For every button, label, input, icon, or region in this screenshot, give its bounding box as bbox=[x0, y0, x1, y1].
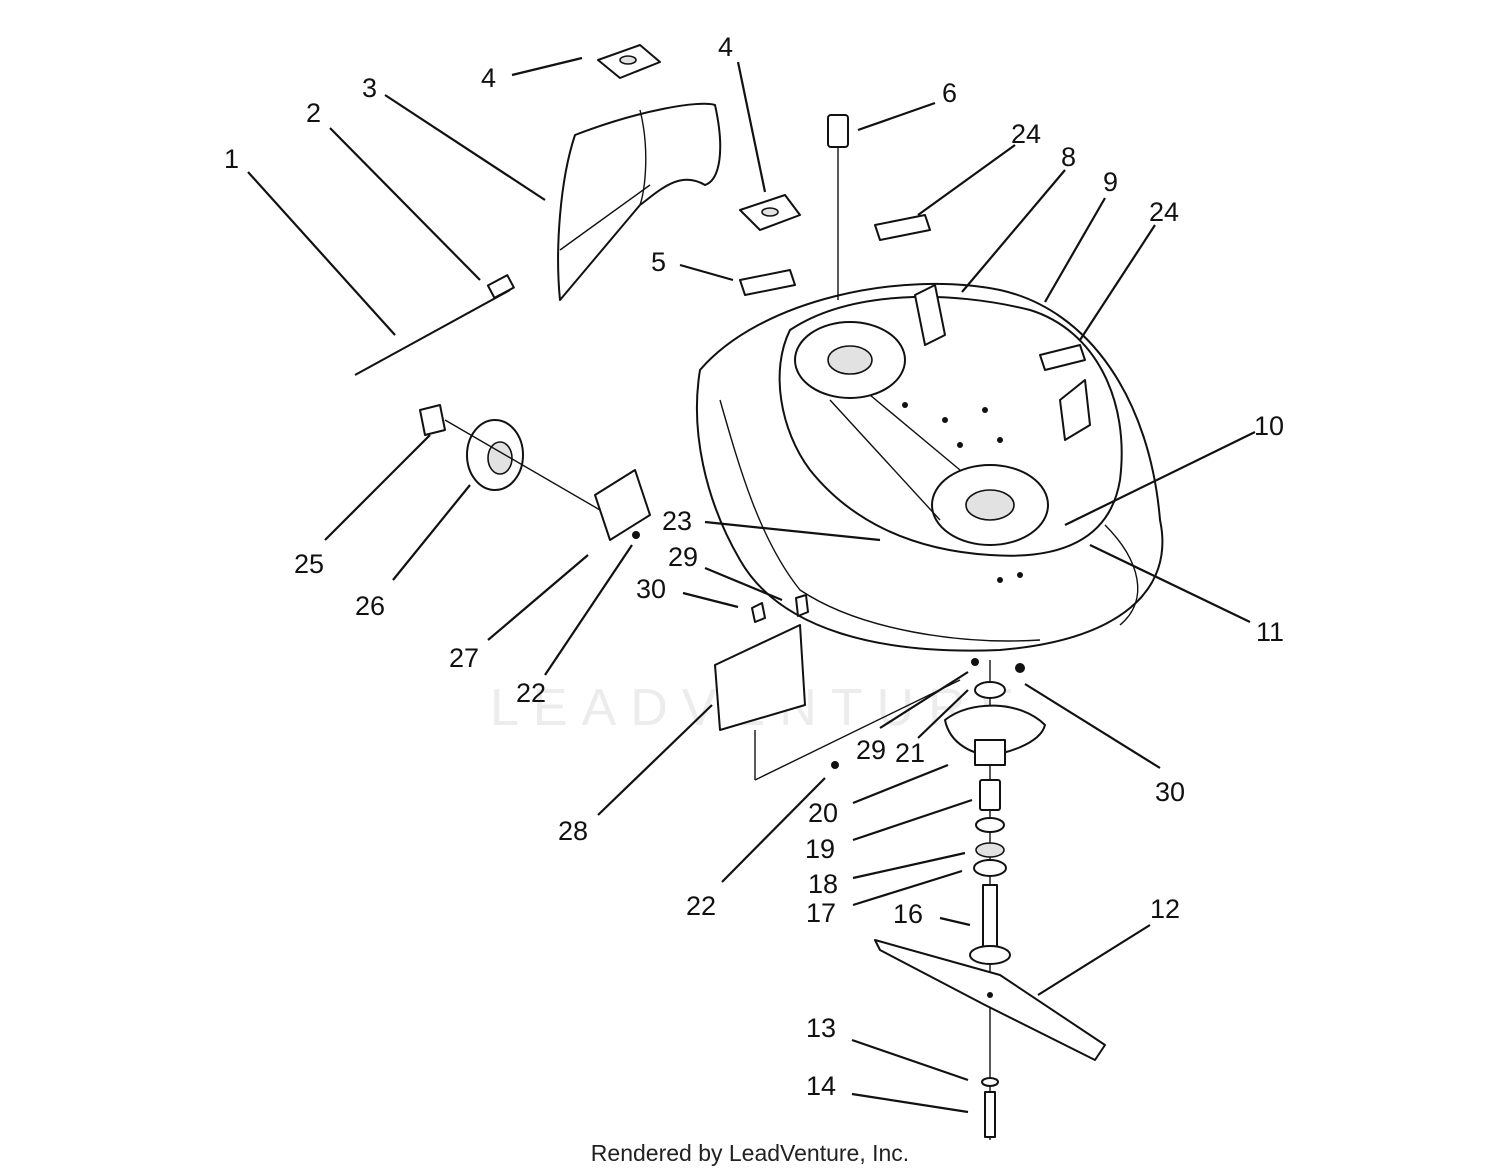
callout-13: 13 bbox=[806, 1013, 836, 1043]
callout-24: 24 bbox=[1011, 119, 1041, 149]
callout-30: 30 bbox=[636, 574, 666, 604]
callout-1: 1 bbox=[224, 144, 239, 174]
callout-25: 25 bbox=[294, 549, 324, 579]
callout-9: 9 bbox=[1103, 167, 1118, 197]
callout-30: 30 bbox=[1155, 777, 1185, 807]
callout-19: 19 bbox=[805, 834, 835, 864]
deflector-pads bbox=[597, 44, 1086, 371]
callout-labels: 1 2 3 4 4 5 6 24 8 9 24 10 23 11 25 26 2… bbox=[224, 32, 1284, 1101]
deck-pin bbox=[827, 114, 849, 300]
callout-8: 8 bbox=[1061, 142, 1076, 172]
hanger-bracket bbox=[714, 594, 961, 781]
callout-28: 28 bbox=[558, 816, 588, 846]
callout-3: 3 bbox=[362, 73, 377, 103]
callout-27: 27 bbox=[449, 643, 479, 673]
callout-20: 20 bbox=[808, 798, 838, 828]
leader-lines bbox=[247, 56, 1256, 1114]
callout-17: 17 bbox=[806, 898, 836, 928]
callout-23: 23 bbox=[662, 506, 692, 536]
callout-4: 4 bbox=[481, 63, 496, 93]
callout-22: 22 bbox=[686, 891, 716, 921]
callout-22: 22 bbox=[516, 678, 546, 708]
callout-10: 10 bbox=[1254, 411, 1284, 441]
discharge-chute bbox=[557, 102, 722, 301]
callout-24: 24 bbox=[1149, 197, 1179, 227]
callout-6: 6 bbox=[942, 78, 957, 108]
callout-11: 11 bbox=[1256, 617, 1284, 647]
callout-18: 18 bbox=[808, 869, 838, 899]
chute-rod bbox=[354, 274, 515, 376]
credit-line: Rendered by LeadVenture, Inc. bbox=[590, 1140, 910, 1166]
callout-4: 4 bbox=[718, 32, 733, 62]
callout-2: 2 bbox=[306, 98, 321, 128]
mower-deck bbox=[695, 282, 1164, 652]
spindle-assembly bbox=[831, 658, 1046, 1140]
gauge-wheel bbox=[419, 404, 601, 511]
callout-16: 16 bbox=[893, 899, 923, 929]
callout-12: 12 bbox=[1150, 894, 1180, 924]
callout-5: 5 bbox=[651, 247, 666, 277]
callout-29: 29 bbox=[668, 542, 698, 572]
callout-29: 29 bbox=[856, 735, 886, 765]
callout-26: 26 bbox=[355, 591, 385, 621]
wheel-bracket bbox=[594, 469, 651, 541]
callout-14: 14 bbox=[806, 1071, 836, 1101]
mower-blade bbox=[874, 939, 1106, 1138]
callout-21: 21 bbox=[895, 738, 925, 768]
